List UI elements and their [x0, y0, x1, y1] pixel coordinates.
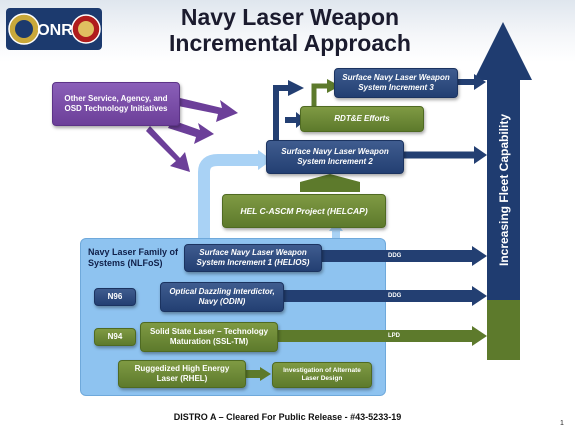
- rdte-box: RDT&E Efforts: [300, 106, 424, 132]
- distribution-footer: DISTRO A – Cleared For Public Release - …: [173, 412, 402, 422]
- inc2-arrow-head: [474, 146, 487, 164]
- odin-arrow-head: [472, 286, 487, 306]
- capability-arrow: [474, 22, 532, 360]
- connector-head-1: [288, 80, 304, 96]
- alternate-design-label: Investigation of Alternate Laser Design: [283, 367, 361, 382]
- purple-arrows: [146, 98, 238, 172]
- title-line-2: Incremental Approach: [169, 30, 411, 56]
- helcap-up-arrow: [300, 174, 360, 192]
- alternate-design-box: Investigation of Alternate Laser Design: [272, 362, 372, 388]
- increment-connectors: [273, 85, 290, 148]
- rhel-arrow-head: [260, 367, 271, 381]
- n94-badge: N94: [94, 328, 136, 346]
- page-number: 1: [560, 420, 564, 427]
- helios-arrow-head: [472, 246, 487, 266]
- helios-platform: DDG: [388, 253, 402, 259]
- nlfos-panel-title: Navy Laser Family of Systems (NLFoS): [88, 247, 179, 268]
- increment2-box: Surface Navy Laser Weapon System Increme…: [266, 140, 404, 174]
- capability-label: Increasing Fleet Capability: [497, 113, 512, 267]
- sslt-box: Solid State Laser – Technology Maturatio…: [140, 322, 278, 352]
- increment3-label: Surface Navy Laser Weapon System Increme…: [342, 73, 450, 92]
- sslt-arrow-head: [472, 326, 487, 346]
- helios-box: Surface Navy Laser Weapon System Increme…: [184, 244, 322, 272]
- other-service-label: Other Service, Agency, and OSD Technolog…: [64, 94, 168, 113]
- inc3-arrow-head: [474, 74, 486, 90]
- odin-platform: DDG: [388, 293, 402, 299]
- nlfos-up-arrow-head: [258, 150, 272, 170]
- increment3-box: Surface Navy Laser Weapon System Increme…: [334, 68, 458, 98]
- increment2-label: Surface Navy Laser Weapon System Increme…: [281, 147, 389, 166]
- rhel-label: Ruggedized High Energy Laser (RHEL): [134, 364, 230, 383]
- odin-label: Optical Dazzling Interdictor, Navy (ODIN…: [169, 287, 275, 306]
- nlfos-up-arrow: [198, 154, 262, 246]
- n94-label: N94: [107, 332, 123, 341]
- onr-logo: ONR: [6, 8, 102, 50]
- helcap-box: HEL C-ASCM Project (HELCAP): [222, 194, 386, 228]
- n96-badge: N96: [94, 288, 136, 306]
- helcap-label: HEL C-ASCM Project (HELCAP): [240, 206, 368, 216]
- title-line-1: Navy Laser Weapon: [180, 4, 400, 30]
- rdte-head: [327, 79, 340, 93]
- other-service-box: Other Service, Agency, and OSD Technolog…: [52, 82, 180, 126]
- capability-label-wrap: Increasing Fleet Capability: [488, 90, 520, 290]
- n96-label: N96: [107, 292, 123, 301]
- helios-label: Surface Navy Laser Weapon System Increme…: [196, 248, 310, 267]
- logo-text: ONR: [37, 22, 73, 39]
- rhel-box: Ruggedized High Energy Laser (RHEL): [118, 360, 246, 388]
- rdte-connector: [311, 83, 330, 106]
- page-title: Navy Laser Weapon Incremental Approach: [120, 4, 460, 56]
- odin-box: Optical Dazzling Interdictor, Navy (ODIN…: [160, 282, 284, 312]
- rdte-label: RDT&E Efforts: [334, 114, 390, 123]
- sslt-platform: LPD: [388, 333, 400, 339]
- sslt-label: Solid State Laser – Technology Maturatio…: [149, 327, 269, 346]
